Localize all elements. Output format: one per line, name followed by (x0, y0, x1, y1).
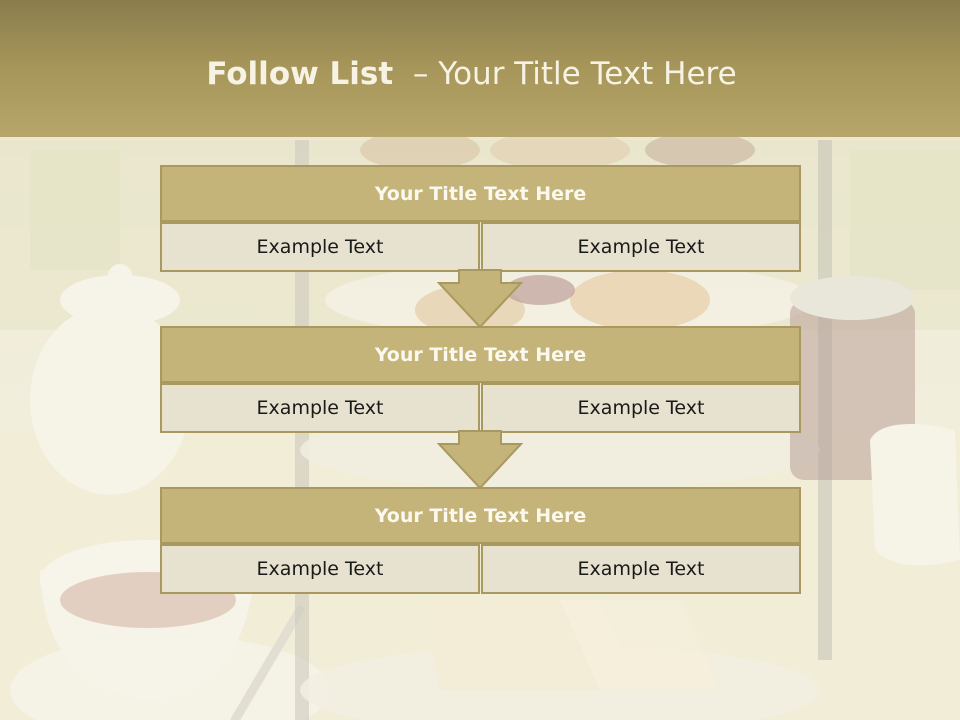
down-arrow-icon (437, 269, 523, 329)
down-arrow-icon (437, 430, 523, 490)
page-title: Follow List – Your Title Text Here (0, 56, 943, 92)
title-bold: Follow List (206, 56, 394, 92)
block-cell-right: Example Text (481, 383, 801, 433)
block-cell-right: Example Text (481, 222, 801, 272)
block-title: Your Title Text Here (160, 487, 801, 544)
title-rest: – Your Title Text Here (393, 56, 737, 92)
block-cell-left: Example Text (160, 222, 480, 272)
block-cell-left: Example Text (160, 383, 480, 433)
block-title: Your Title Text Here (160, 165, 801, 222)
block-cell-right: Example Text (481, 544, 801, 594)
block-title: Your Title Text Here (160, 326, 801, 383)
block-cell-left: Example Text (160, 544, 480, 594)
header-band (0, 0, 960, 137)
